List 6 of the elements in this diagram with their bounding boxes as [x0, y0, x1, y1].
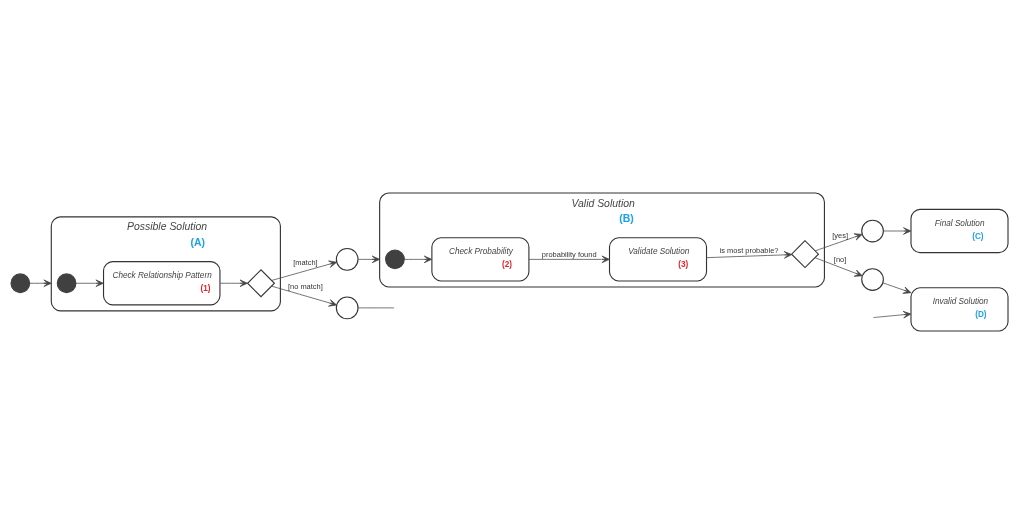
- edge-label: [match]: [293, 257, 318, 267]
- edge-label: [yes]: [832, 230, 848, 240]
- edge-label: [no]: [833, 254, 847, 264]
- edge-label: [no match]: [287, 281, 323, 291]
- edge-label: probability found: [541, 249, 597, 259]
- edge-label: is most probable?: [719, 245, 779, 255]
